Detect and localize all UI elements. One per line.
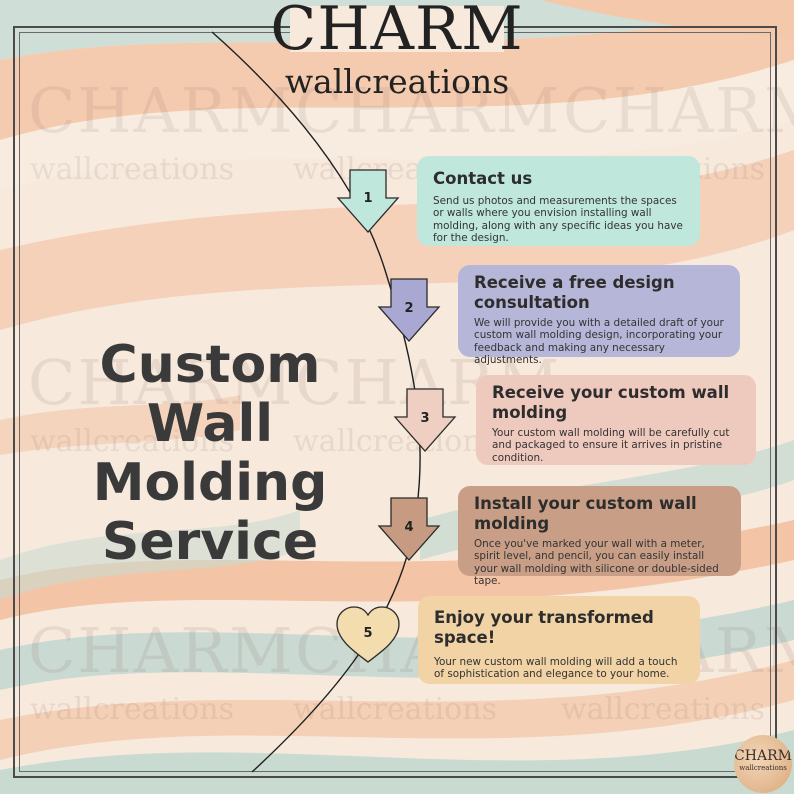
step-3-arrow: 3 [393,388,457,452]
watermark-logo: CHARM [28,346,295,419]
step-1-card: Contact us Send us photos and measuremen… [417,156,700,246]
step-3-description: Your custom wall molding will be careful… [492,427,730,464]
step-4-description: Once you've marked your wall with a mete… [474,538,719,588]
step-4-title: Install your custom wall molding [474,494,697,533]
watermark-logo-sub: wallcreations [30,692,234,727]
step-5-title: Enjoy your transformed space! [434,608,654,647]
step-4-number: 4 [404,520,413,535]
headline-line-2: Molding [92,453,328,513]
step-2-description: We will provide you with a detailed draf… [474,317,724,367]
watermark-logo: CHARM [28,614,295,687]
heart-icon [336,606,400,663]
headline-line-1: Custom Wall [99,335,321,454]
step-2-card: Receive a free design consultation We wi… [458,265,740,366]
logo-backdrop [290,6,504,52]
step-5-number: 5 [363,626,372,641]
brand-logo: CHARM [270,0,524,64]
step-3-number: 3 [420,411,429,426]
down-arrow-icon [393,388,457,452]
brand-badge: CHARM wallcreations [734,735,792,793]
down-arrow-icon [336,169,400,233]
step-1-arrow: 1 [336,169,400,233]
step-1-number: 1 [363,191,372,206]
watermark-logo: CHARM [28,74,295,147]
step-5-heart: 5 [336,606,400,663]
down-arrow-icon [377,278,441,342]
service-headline: Custom Wall Molding Service [30,336,390,572]
watermark-logo-sub: wallcreations [561,692,765,727]
step-3-card: Receive your custom wall molding Your cu… [476,375,756,465]
watermark-logo-sub: wallcreations [293,424,497,459]
step-5-description: Your new custom wall molding will add a … [434,656,678,681]
badge-logo: CHARM [734,748,792,764]
step-2-title: Receive a free design consultation [474,273,675,312]
step-1-description: Send us photos and measurements the spac… [433,195,683,245]
watermark-logo-sub: wallcreations [30,152,234,187]
step-2-arrow: 2 [377,278,441,342]
step-2-number: 2 [404,301,413,316]
watermark-logo-sub: wallcreations [293,692,497,727]
watermark-logo: CHARM [295,74,562,147]
brand-subtitle: wallcreations [284,62,510,101]
step-5-card: Enjoy your transformed space! Your new c… [418,596,700,684]
step-4-arrow: 4 [377,497,441,561]
badge-subtitle: wallcreations [739,764,787,772]
step-3-title: Receive your custom wall molding [492,383,730,422]
down-arrow-icon [377,497,441,561]
headline-line-3: Service [101,512,319,572]
step-1-title: Contact us [433,169,533,188]
watermark-logo-sub: wallcreations [30,424,234,459]
step-4-card: Install your custom wall molding Once yo… [458,486,741,587]
watermark-logo: CHARM [563,74,794,147]
